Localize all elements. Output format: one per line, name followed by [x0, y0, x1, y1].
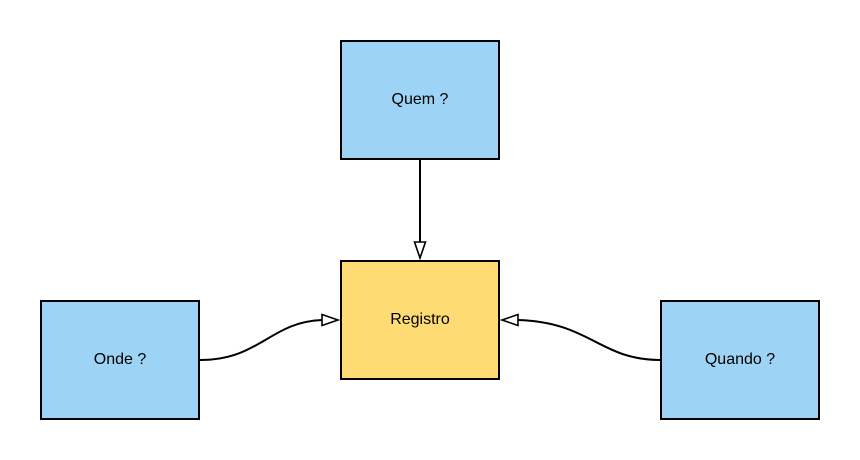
arrowhead-icon: [499, 313, 519, 327]
arrowhead-icon: [321, 313, 341, 327]
edge-quando-registro: [499, 313, 661, 361]
node-quem[interactable]: Quem ?: [340, 40, 500, 160]
node-onde[interactable]: Onde ?: [40, 300, 200, 420]
node-registro[interactable]: Registro: [340, 260, 500, 380]
node-label: Quando ?: [704, 351, 776, 368]
edge-quem-registro: [413, 160, 427, 261]
node-quando[interactable]: Quando ?: [660, 300, 820, 420]
arrowhead-icon: [413, 241, 427, 261]
node-label: Registro: [390, 311, 450, 328]
node-label: Quem ?: [391, 91, 449, 108]
node-label: Onde ?: [93, 351, 147, 368]
edge-onde-registro: [199, 313, 341, 361]
